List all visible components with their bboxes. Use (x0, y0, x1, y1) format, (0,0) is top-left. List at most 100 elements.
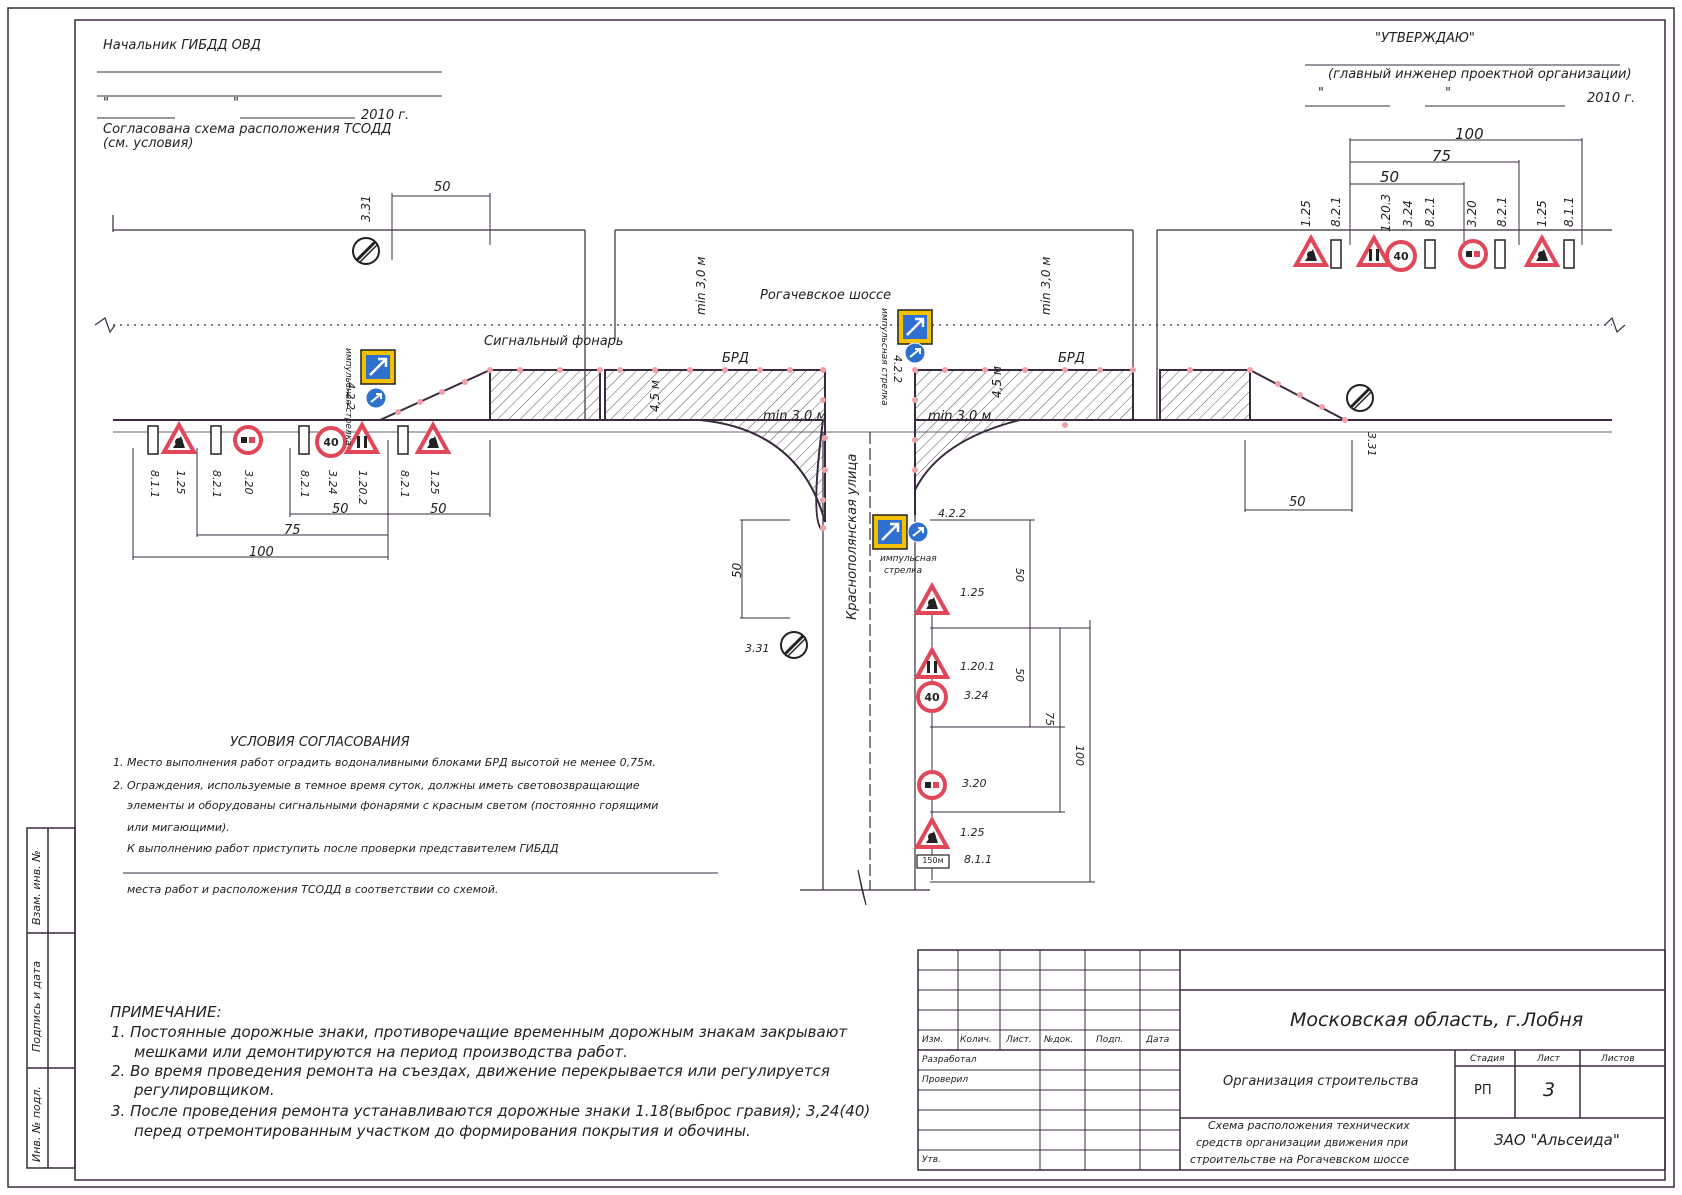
gibdd-title: Начальник ГИБДД ОВД (103, 38, 261, 53)
dim-bl-50b: 50 (430, 502, 447, 517)
arrow-label-mid: импульсная стрелка (879, 308, 889, 406)
sign-side-125b: 1.25 (960, 826, 985, 839)
sign-bl-821a: 8.2.1 (210, 470, 223, 498)
sign-tr-821c: 8.2.1 (1495, 196, 1509, 227)
stamp-vzam: Взам. инв. № (30, 850, 43, 925)
tb-company: ЗАО "Альсеида" (1494, 1131, 1620, 1149)
approve-subtitle: (главный инженер проектной организации) (1328, 67, 1632, 82)
sign-331-side: 3.31 (745, 642, 770, 655)
tb-col-ndok: №док. (1044, 1035, 1074, 1045)
sign-side-320: 3.20 (962, 777, 987, 790)
tb-stage-header: Стадия (1470, 1054, 1505, 1064)
tb-prover: Проверил (922, 1075, 969, 1085)
sign-bl-821b: 8.2.1 (298, 470, 311, 498)
sign-bl-821c: 8.2.1 (398, 470, 411, 498)
left-year: 2010 г. (361, 108, 410, 123)
note-line-6: перед отремонтированным участком до форм… (134, 1122, 751, 1140)
dim-side-50: 50 (730, 562, 744, 578)
signal-lamp-label: Сигнальный фонарь (484, 334, 624, 349)
tb-location: Московская область, г.Лобня (1290, 1009, 1584, 1031)
right-year: 2010 г. (1587, 91, 1636, 106)
width-label-left: 4,5 м (648, 380, 662, 412)
conditions-title: УСЛОВИЯ СОГЛАСОВАНИЯ (230, 735, 410, 750)
min-gap-label-2: min 3,0 м (1039, 256, 1053, 315)
dim-bl-100: 100 (249, 545, 274, 560)
sign-side-324: 3.24 (964, 689, 989, 702)
sign-tr-821a: 8.2.1 (1329, 196, 1343, 227)
side-road-label: Краснополянская улица (845, 453, 860, 620)
tb-col-data: Дата (1146, 1035, 1170, 1045)
min-gap-label-1: min 3,0 м (694, 256, 708, 315)
conditions-line-6: места работ и расположения ТСОДД в соотв… (127, 883, 499, 896)
dim-tr-100: 100 (1455, 125, 1484, 143)
right-quote-open: " (1318, 86, 1324, 101)
dim-tr-50: 50 (1380, 168, 1400, 186)
sign-bl-125: 1.25 (174, 470, 187, 495)
sign-tr-811: 8.1.1 (1562, 196, 1576, 227)
brd-right-label: БРД (1058, 351, 1085, 366)
sign-tr-1203: 1.20.3 (1379, 193, 1393, 232)
sign-side-125a: 1.25 (960, 586, 985, 599)
dim-col-50a: 50 (1013, 568, 1026, 582)
tb-desc-1: Схема расположения технических (1208, 1119, 1410, 1132)
brd-left-label: БРД (722, 351, 749, 366)
sign-bl-811: 8.1.1 (148, 470, 161, 498)
dim-br-50: 50 (1289, 495, 1306, 510)
tb-sheet-header: Лист (1537, 1054, 1560, 1064)
sign-422-left: 4.2.2 (344, 382, 357, 410)
note-line-1: 1. Постоянные дорожные знаки, противореч… (111, 1023, 848, 1041)
tb-utv: Утв. (922, 1155, 941, 1165)
sign-bl-1202: 1.20.2 (356, 470, 369, 505)
stamp-podpis: Подпись и дата (30, 960, 43, 1052)
dim-top-50: 50 (434, 180, 451, 195)
sign-tr-324: 3.24 (1401, 200, 1415, 227)
note-line-4: регулировщиком. (134, 1081, 275, 1099)
stamp-inv-podl: Инв. № подл. (30, 1086, 43, 1162)
main-road-label: Рогачевское шоссе (760, 288, 892, 303)
dim-col-100: 100 (1073, 745, 1086, 766)
width-label-right: 4,5 м (990, 366, 1004, 398)
sign-side-1201: 1.20.1 (960, 660, 995, 673)
tb-desc-2: средств организации движения при (1196, 1136, 1408, 1149)
agreed-line2: (см. условия) (103, 136, 194, 151)
note-title: ПРИМЕЧАНИЕ: (110, 1003, 222, 1021)
note-line-5: 3. После проведения ремонта устанавливаю… (111, 1102, 871, 1120)
note-line-2: мешками или демонтируются на период прои… (134, 1043, 628, 1061)
min-gap-label-3: min 3,0 м (763, 409, 827, 424)
sign-tr-320: 3.20 (1465, 200, 1479, 227)
dim-tr-75: 75 (1432, 147, 1452, 165)
tb-desc-3: строительстве на Рогачевском шоссе (1190, 1153, 1410, 1166)
sign-bl-125b: 1.25 (428, 470, 441, 495)
speed-value-bl: 40 (323, 436, 339, 449)
tb-sheet-value: 3 (1543, 1079, 1556, 1101)
sign-422-mid: 4.2.2 (891, 355, 904, 383)
conditions-line-5: К выполнению работ приступить после пров… (127, 842, 559, 855)
tb-col-kol: Колич. (960, 1035, 992, 1045)
sign-tr-125b: 1.25 (1535, 200, 1549, 227)
right-quote-close: " (1445, 86, 1451, 101)
tb-sheets-header: Листов (1601, 1054, 1635, 1064)
conditions-line-1: 1. Место выполнения работ оградить водон… (113, 756, 656, 769)
sign-bl-320: 3.20 (242, 470, 255, 495)
dim-bl-50a: 50 (332, 502, 349, 517)
sign-tr-821b: 8.2.1 (1423, 196, 1437, 227)
sign-bl-324: 3.24 (326, 470, 339, 495)
note-line-3: 2. Во время проведения ремонта на съезда… (111, 1062, 830, 1080)
tb-stage-value: РП (1474, 1083, 1492, 1098)
conditions-line-3: элементы и оборудованы сигнальными фонар… (127, 799, 659, 812)
left-quote-close: " (233, 96, 239, 111)
sign-331-right: 3.31 (1365, 432, 1378, 457)
sign-side-811: 8.1.1 (964, 853, 992, 866)
tb-razrab: Разработал (922, 1055, 977, 1065)
arrow-label-bottom-2: стрелка (884, 566, 923, 576)
dim-col-50b: 50 (1013, 668, 1026, 682)
conditions-line-2: 2. Ограждения, используемые в темное вре… (113, 779, 640, 792)
left-quote-open: " (103, 96, 109, 111)
tb-col-podp: Подп. (1096, 1035, 1124, 1045)
sign-331-top: 3.31 (359, 195, 373, 222)
agreed-line1: Согласована схема расположения ТСОДД (103, 122, 392, 137)
speed-value-top: 40 (1393, 250, 1409, 263)
dim-bl-75: 75 (284, 523, 301, 538)
sign-tr-125a: 1.25 (1299, 200, 1313, 227)
